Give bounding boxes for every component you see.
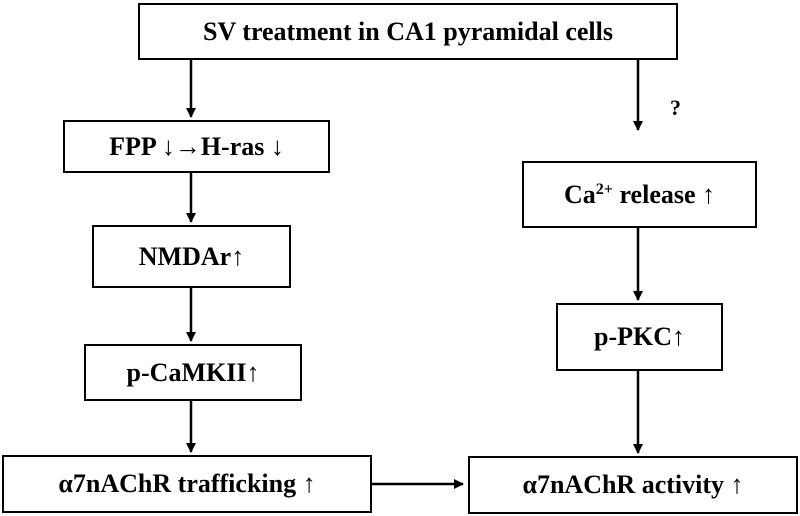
sv-treatment-box: SV treatment in CA1 pyramidal cells [138,3,678,60]
nmdar-label: NMDAr↑ [138,241,245,271]
p-pkc-label: p-PKC↑ [594,322,685,351]
sv-treatment-label: SV treatment in CA1 pyramidal cells [203,16,613,46]
ca-prefix: Ca [563,179,596,209]
a7nachr-activity-label: α7nAChR activity ↑ [522,470,744,499]
ca-superscript: 2+ [595,180,613,198]
a7nachr-trafficking-label: α7nAChR trafficking ↑ [58,469,316,498]
a7nachr-activity-box: α7nAChR activity ↑ [468,456,798,514]
ca-suffix: release ↑ [612,179,716,209]
fpp-hras-box: FPP ↓→H-ras ↓ [63,120,330,173]
p-camkii-label: p-CaMKII↑ [126,357,260,387]
p-camkii-box: p-CaMKII↑ [84,344,302,401]
nmdar-box: NMDAr↑ [92,225,291,288]
ca-release-label: Ca2+ release ↑ [563,179,716,209]
p-pkc-box: p-PKC↑ [556,303,723,371]
ca-release-box: Ca2+ release ↑ [522,161,757,228]
question-mark: ? [670,95,681,120]
fpp-hras-label: FPP ↓→H-ras ↓ [109,131,284,161]
a7nachr-trafficking-box: α7nAChR trafficking ↑ [2,455,372,513]
